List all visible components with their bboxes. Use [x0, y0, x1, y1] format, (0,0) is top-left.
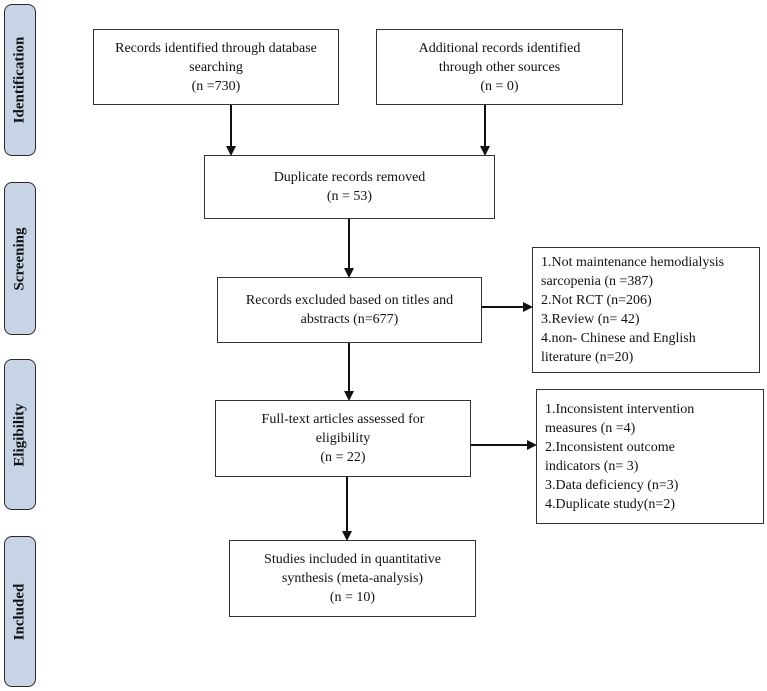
- phase-included: Included: [4, 536, 36, 687]
- box-fulltext-line-1: Full-text articles assessed for: [261, 412, 425, 427]
- exclusion-reason-1-line: 1.Not maintenance hemodialysis: [541, 255, 725, 270]
- phase-eligibility-label: Eligibility: [11, 402, 28, 467]
- box-exclusion-reasons-eligibility: 1.Inconsistent intervention measures (n …: [536, 389, 764, 524]
- exclusion-reason-1-line: 3.Review (n= 42): [541, 312, 640, 327]
- box-included-line-2: synthesis (meta-analysis): [281, 571, 424, 586]
- exclusion-reason-2-line: 4.Duplicate study(n=2): [545, 496, 675, 512]
- exclusion-reason-1-line: 4.non- Chinese and English: [541, 331, 696, 346]
- box-duplicates-removed: Duplicate records removed (n = 53): [204, 155, 495, 219]
- box-studies-included: Studies included in quantitative synthes…: [229, 540, 476, 617]
- phase-screening: Screening: [4, 182, 36, 335]
- box-fulltext-line-3: (n = 22): [320, 450, 366, 465]
- box-duplicates-line-1: Duplicate records removed: [273, 170, 426, 185]
- box-included-line-1: Studies included in quantitative: [264, 552, 441, 567]
- box-other-sources-line-2: through other sources: [438, 59, 561, 75]
- box-other-sources-line-1: Additional records identified: [418, 40, 581, 56]
- box-database-line-1: Records identified through database: [115, 40, 317, 56]
- box-included-line-3: (n = 10): [329, 590, 376, 605]
- box-records-excluded: Records excluded based on titles and abs…: [217, 277, 482, 343]
- exclusion-reason-1-line: 2.Not RCT (n=206): [541, 293, 652, 308]
- box-duplicates-line-2: (n = 53): [326, 189, 373, 204]
- box-exclusion-reasons-screening: 1.Not maintenance hemodialysis sarcopeni…: [532, 247, 760, 373]
- exclusion-reason-2-line: 1.Inconsistent intervention: [545, 401, 695, 417]
- box-fulltext-line-2: eligibility: [315, 431, 371, 446]
- exclusion-reason-2-line: 3.Data deficiency (n=3): [545, 477, 679, 493]
- box-database-line-3: (n =730): [191, 78, 241, 94]
- phase-identification-label: Identification: [11, 36, 28, 124]
- exclusion-reason-1-line: literature (n=20): [541, 350, 634, 365]
- phase-identification: Identification: [4, 4, 36, 156]
- box-other-sources: Additional records identified through ot…: [376, 29, 623, 105]
- box-database-records: Records identified through database sear…: [93, 29, 339, 105]
- exclusion-reason-2-line: indicators (n= 3): [545, 458, 639, 474]
- exclusion-reason-1-line: sarcopenia (n =387): [541, 274, 654, 289]
- phase-screening-label: Screening: [11, 226, 28, 291]
- box-excluded-line-1: Records excluded based on titles and: [245, 293, 454, 308]
- exclusion-reason-2-line: measures (n =4): [545, 420, 636, 436]
- box-database-line-2: searching: [189, 59, 243, 75]
- exclusion-reason-2-line: 2.Inconsistent outcome: [545, 439, 675, 455]
- box-other-sources-line-3: (n = 0): [480, 78, 519, 94]
- box-excluded-line-2: abstracts (n=677): [300, 312, 399, 327]
- phase-eligibility: Eligibility: [4, 359, 36, 510]
- box-fulltext-assessed: Full-text articles assessed for eligibil…: [215, 400, 471, 477]
- phase-included-label: Included: [11, 583, 28, 640]
